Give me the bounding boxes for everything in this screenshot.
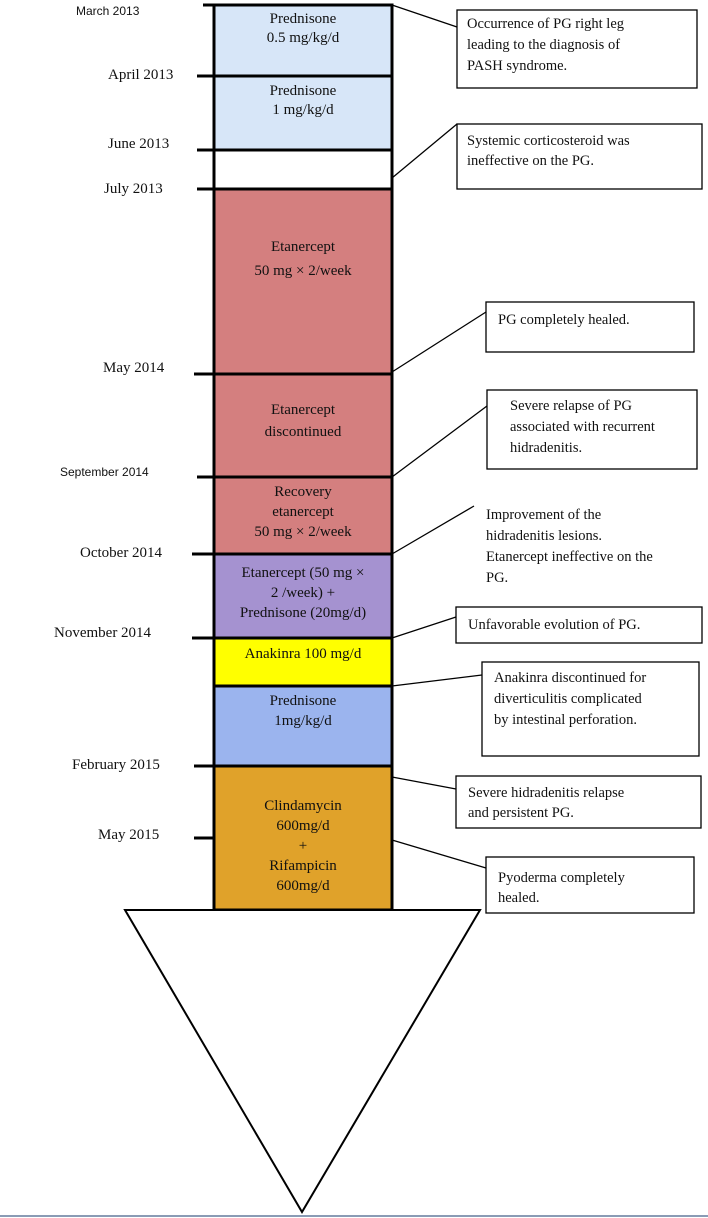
segment-2 <box>212 148 394 191</box>
date-label: May 2015 <box>98 827 159 843</box>
note-box <box>456 9 698 89</box>
note-text: diverticulitis complicated <box>494 691 643 707</box>
segment-label: 0.5 mg/kg/d <box>267 30 340 46</box>
segment-label: Prednisone <box>270 11 337 27</box>
note-connector <box>391 674 483 687</box>
note-text: by intestinal perforation. <box>494 712 637 728</box>
segment-label: Rifampicin <box>269 858 337 874</box>
segment-label: Prednisone <box>270 83 337 99</box>
note-connector <box>391 616 457 639</box>
segment-label: 1 mg/kg/d <box>272 102 334 118</box>
date-label: July 2013 <box>104 181 163 197</box>
note-text: Systemic corticosteroid was <box>467 133 630 149</box>
date-label: September 2014 <box>60 465 149 479</box>
note-box <box>455 775 702 829</box>
annotation-notes: Occurrence of PG right leg leading to the… <box>391 4 703 914</box>
segment-label: Etanercept <box>271 239 336 255</box>
note-box <box>486 389 698 470</box>
segment-label: 600mg/d <box>276 878 330 894</box>
note-text: hidradenitis. <box>510 440 582 456</box>
note-text: Improvement of the <box>486 507 601 523</box>
segment-label: Etanercept (50 mg × <box>242 565 365 581</box>
note-connector <box>391 839 487 869</box>
note-text: leading to the diagnosis of <box>467 37 620 53</box>
segment-1 <box>212 74 394 152</box>
note-connector <box>391 4 458 28</box>
note-text: Pyoderma completely <box>498 870 626 886</box>
segment-label: 50 mg × 2/week <box>254 524 352 540</box>
note-text: and persistent PG. <box>468 805 574 821</box>
note-text: ineffective on the PG. <box>467 153 594 169</box>
date-label: March 2013 <box>76 4 140 18</box>
note-connector <box>391 311 487 373</box>
note-box <box>485 301 695 353</box>
note-box <box>455 606 703 644</box>
note-box <box>456 123 703 190</box>
segment-7 <box>212 636 394 688</box>
note-text: Severe hidradenitis relapse <box>468 785 624 801</box>
segment-label: Prednisone (20mg/d) <box>240 605 366 621</box>
note-text: PG completely healed. <box>498 312 630 328</box>
note-text: Unfavorable evolution of PG. <box>468 617 640 633</box>
note-box <box>485 856 695 914</box>
note-text: healed. <box>498 890 539 906</box>
segment-label: 2 /week) + <box>271 585 335 601</box>
segment-0 <box>212 3 394 78</box>
segment-label: Prednisone <box>270 693 337 709</box>
segment-label: Clindamycin <box>264 798 342 814</box>
segment-label: + <box>299 838 307 854</box>
note-box <box>481 661 700 757</box>
segment-label: Etanercept <box>271 402 336 418</box>
date-label: May 2014 <box>103 360 165 376</box>
note-connector <box>391 776 457 790</box>
segment-label: 600mg/d <box>276 818 330 834</box>
note-connector <box>391 505 475 555</box>
date-ticks <box>192 3 214 840</box>
segment-label: etanercept <box>272 504 334 520</box>
date-label: April 2013 <box>108 67 173 83</box>
note-text: associated with recurrent <box>510 419 655 435</box>
segment-label: 1mg/kg/d <box>274 713 332 729</box>
note-text: hidradenitis lesions. <box>486 528 602 544</box>
segment-3 <box>212 187 394 376</box>
date-label: June 2013 <box>108 136 169 152</box>
note-connector <box>391 123 458 179</box>
date-label: October 2014 <box>80 545 163 561</box>
downward-arrow <box>123 909 482 1214</box>
note-text: Anakinra discontinued for <box>494 670 646 686</box>
segment-label: discontinued <box>265 424 342 440</box>
date-label: November 2014 <box>54 625 152 641</box>
note-text: Etanercept ineffective on the <box>486 549 653 565</box>
note-connector <box>391 399 496 478</box>
note-text: PASH syndrome. <box>467 58 567 74</box>
date-label: February 2015 <box>72 757 160 773</box>
note-text: Severe relapse of PG <box>510 398 633 414</box>
segment-label: Anakinra 100 mg/d <box>245 646 362 662</box>
segment-label: Recovery <box>274 484 332 500</box>
segment-label: 50 mg × 2/week <box>254 263 352 279</box>
segment-5 <box>212 475 394 556</box>
note-text: Occurrence of PG right leg <box>467 16 624 32</box>
note-text: PG. <box>486 570 508 586</box>
